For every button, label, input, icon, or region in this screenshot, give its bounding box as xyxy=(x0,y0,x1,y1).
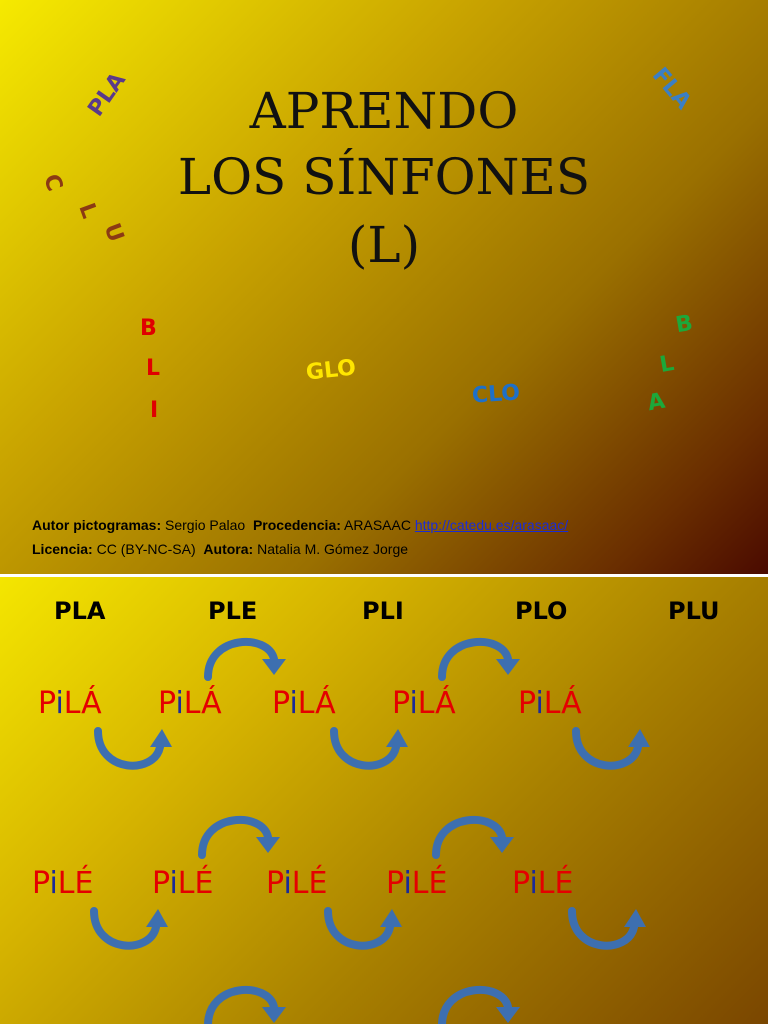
arc-over-arrow xyxy=(432,815,514,859)
arc-under-arrow xyxy=(330,727,408,770)
credits-line-1: Autor pictogramas: Sergio Palao Proceden… xyxy=(32,517,568,533)
title-line-1: APRENDO xyxy=(249,82,519,140)
licencia-value: CC (BY-NC-SA) xyxy=(96,541,196,557)
word-pila-4: PiLÁ xyxy=(392,686,456,721)
title-slide: APRENDO LOS SÍNFONES (L) PLA FLA C L U B… xyxy=(0,0,768,574)
deco-bla-a: A xyxy=(645,388,667,417)
syllable-slide: PLA PLE PLI PLO PLU PiLÁ PiLÁ PiLÁ PiLÁ … xyxy=(0,577,768,1024)
procedencia-label: Procedencia: xyxy=(252,517,341,533)
arc-over-arrow xyxy=(204,637,286,681)
syllable-pla: PLA xyxy=(54,597,106,625)
arc-over-arrow xyxy=(204,985,286,1024)
licencia-label: Licencia: xyxy=(32,541,93,557)
syllable-plu: PLU xyxy=(668,597,720,625)
deco-bla-l: L xyxy=(657,350,677,379)
title-line-2: LOS SÍNFONES xyxy=(177,148,591,206)
deco-bla-b: B xyxy=(673,310,695,339)
credits-line-2: Licencia: CC (BY-NC-SA) Autora: Natalia … xyxy=(32,541,408,557)
procedencia-value: ARASAAC xyxy=(344,517,411,533)
deco-bli-b: B xyxy=(140,316,157,341)
deco-bli-l: L xyxy=(146,356,161,381)
arasaac-link[interactable]: http://catedu.es/arasaac/ xyxy=(414,517,569,533)
word-pile-5: PiLÉ xyxy=(512,866,574,901)
deco-clo: CLO xyxy=(471,380,521,409)
word-pila-5: PiLÁ xyxy=(518,686,582,721)
word-pila-2: PiLÁ xyxy=(158,686,222,721)
deco-bli-i: I xyxy=(150,398,159,423)
deco-clu-l: L xyxy=(73,199,102,222)
autora-label: Autora: xyxy=(203,541,254,557)
word-pila-3: PiLÁ xyxy=(272,686,336,721)
deco-glo: GLO xyxy=(304,355,358,386)
arc-under-arrow xyxy=(568,907,646,950)
arc-over-arrow xyxy=(198,815,280,859)
word-pile-2: PiLÉ xyxy=(152,866,214,901)
word-pila-1: PiLÁ xyxy=(38,686,102,721)
word-pile-1: PiLÉ xyxy=(32,866,94,901)
arc-under-arrow xyxy=(94,727,172,770)
slide-separator xyxy=(0,574,768,577)
syllable-ple: PLE xyxy=(208,597,258,625)
arc-under-arrow xyxy=(324,907,402,950)
autor-pict-label: Autor pictogramas: xyxy=(32,517,162,533)
syllable-pli: PLI xyxy=(362,597,404,625)
word-pile-4: PiLÉ xyxy=(386,866,448,901)
syllable-plo: PLO xyxy=(515,597,568,625)
autor-pict-value: Sergio Palao xyxy=(165,517,246,533)
arc-over-arrow xyxy=(438,637,520,681)
word-pile-3: PiLÉ xyxy=(266,866,328,901)
arc-under-arrow xyxy=(90,907,168,950)
arc-over-arrow xyxy=(438,985,520,1024)
arc-under-arrow xyxy=(572,727,650,770)
title-line-3: (L) xyxy=(347,216,421,274)
autora-value: Natalia M. Gómez Jorge xyxy=(257,541,409,557)
